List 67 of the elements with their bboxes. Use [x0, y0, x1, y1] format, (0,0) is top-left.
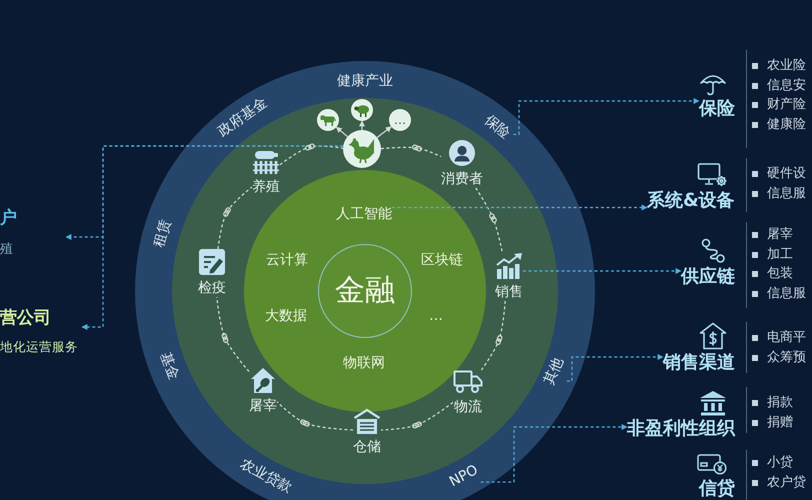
- list-item: 农业险: [767, 58, 806, 74]
- dashed-arrow: [392, 204, 648, 210]
- list-item: 包装: [767, 266, 793, 282]
- ring-label: 基金: [156, 350, 182, 382]
- ring-label: 其他: [540, 354, 567, 388]
- dashed-arrow: [81, 145, 344, 330]
- category-heading: 非盈利性组织: [627, 418, 735, 440]
- category-heading: 供应链: [681, 266, 735, 288]
- ring-label: NPO: [446, 462, 481, 491]
- list-item: 屠宰: [767, 227, 793, 243]
- list-item: 信息服: [767, 186, 806, 202]
- list-item: 小贷: [767, 455, 793, 471]
- list-item: 农户贷: [767, 474, 806, 490]
- side-text: 地化运营服务: [0, 339, 78, 354]
- dashed-connector: [475, 188, 504, 254]
- ring-label: 保险: [481, 112, 514, 144]
- dashed-arrow: [566, 354, 664, 382]
- dashed-connector: [276, 401, 354, 431]
- tech-label: 物联网: [343, 354, 385, 372]
- node-label: 仓储: [353, 439, 381, 456]
- list-item: 健康险: [767, 116, 806, 132]
- category-heading: 保险: [699, 98, 735, 120]
- ring-label: 政府基金: [216, 94, 272, 140]
- cow-icon: [317, 109, 339, 131]
- category-heading: 系统&设备: [647, 190, 735, 212]
- tech-label: 区块链: [421, 252, 463, 268]
- ring-label: 农业贷款: [238, 456, 296, 497]
- list-item: 捐赠: [767, 414, 793, 430]
- dashed-connector: [380, 146, 442, 158]
- arrow: [336, 126, 348, 138]
- dashed-connector: [217, 186, 252, 250]
- tech-label: 人工智能: [336, 206, 392, 222]
- dashed-arrow: [523, 268, 682, 274]
- list-item: 捐款: [767, 395, 793, 411]
- arrow: [359, 120, 365, 130]
- dashed-connector: [216, 296, 250, 372]
- ring-label: 租赁: [151, 217, 176, 249]
- dashed-connector: [380, 402, 454, 431]
- list-item: 财产险: [767, 97, 806, 113]
- side-text: 殖: [0, 242, 13, 258]
- list-item: 众筹预: [767, 350, 806, 366]
- list-item: 信息安: [767, 78, 806, 94]
- category-heading: 信贷: [699, 478, 735, 500]
- tech-label: 大数据: [265, 308, 307, 324]
- hen-icon: [343, 130, 381, 168]
- center-label: 金融: [335, 273, 395, 309]
- tech-label: …: [429, 308, 443, 324]
- node-label: 销售: [495, 284, 523, 301]
- dashed-connector: [280, 146, 344, 166]
- list-item: 加工: [767, 246, 793, 262]
- category-heading: 销售渠道: [663, 352, 735, 374]
- node-label: 养殖: [252, 179, 280, 196]
- node-label: 物流: [454, 399, 482, 416]
- sheep-icon: [351, 99, 373, 121]
- side-title: 户: [0, 208, 17, 228]
- arrow: [376, 126, 392, 138]
- side-title: 营公司: [0, 308, 51, 328]
- ring-label: 健康产业: [337, 72, 393, 90]
- node-label: 屠宰: [249, 398, 277, 415]
- node-label: 消费者: [441, 171, 483, 188]
- list-item: 信息服: [767, 286, 806, 302]
- dashed-arrow: [513, 98, 700, 136]
- tech-label: 云计算: [266, 252, 308, 268]
- dashed-connector: [480, 300, 506, 370]
- list-item: 电商平: [767, 330, 806, 346]
- node-label: 检疫: [198, 280, 226, 297]
- list-item: 硬件设: [767, 166, 806, 182]
